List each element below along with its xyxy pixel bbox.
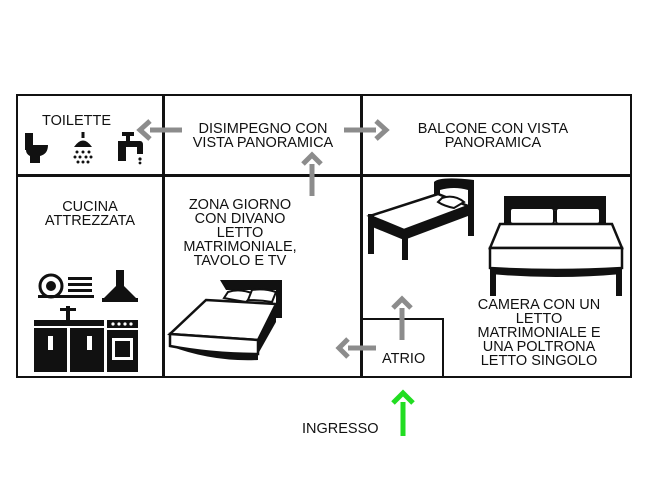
room-label-zona-giorno: ZONA GIORNO CON DIVANO LETTO MATRIMONIAL… bbox=[168, 197, 312, 269]
entrance-arrow bbox=[391, 389, 415, 436]
room-label-camera-line5: LETTO SINGOLO bbox=[480, 353, 598, 369]
room-label-camera-line4: UNA POLTRONA bbox=[482, 339, 596, 355]
room-label-cucina-line1: CUCINA bbox=[62, 199, 118, 215]
room-label-balcone-line2: PANORAMICA bbox=[444, 135, 542, 151]
plates-icon bbox=[38, 273, 94, 299]
arrow-to-balcone bbox=[344, 119, 390, 141]
room-label-camera-line2: LETTO bbox=[515, 311, 563, 327]
room-label-balcone: BALCONE CON VISTA PANORAMICA bbox=[408, 121, 578, 151]
faucet-icon bbox=[118, 132, 143, 165]
room-label-cucina: CUCINA ATTREZZATA bbox=[20, 199, 160, 229]
arrow-to-zona-giorno bbox=[335, 337, 376, 359]
room-label-zona-giorno-line4: MATRIMONIALE, bbox=[183, 239, 297, 255]
room-label-cucina-line2: ATTREZZATA bbox=[44, 213, 136, 229]
room-label-atrio: ATRIO bbox=[382, 351, 426, 367]
single-bed-icon bbox=[366, 178, 474, 260]
room-label-disimpegno-line2: VISTA PANORAMICA bbox=[192, 135, 334, 151]
hood-icon bbox=[102, 270, 138, 302]
room-label-zona-giorno-line2: CON DIVANO bbox=[194, 211, 286, 227]
toilet-icon bbox=[25, 133, 48, 163]
wall-disimpegno-right bbox=[360, 94, 363, 378]
room-label-disimpegno: DISIMPEGNO CON VISTA PANORAMICA bbox=[178, 121, 348, 151]
floorplan-outline bbox=[16, 94, 632, 378]
room-label-camera-line3: MATRIMONIALE E bbox=[477, 325, 601, 341]
wall-horizontal bbox=[16, 174, 632, 177]
room-label-toilette: TOILETTE bbox=[42, 113, 112, 129]
room-label-zona-giorno-line3: LETTO bbox=[216, 225, 264, 241]
room-label-camera: CAMERA CON UN LETTO MATRIMONIALE E UNA P… bbox=[464, 297, 614, 369]
arrow-to-camera bbox=[391, 295, 413, 340]
arrow-to-toilette bbox=[136, 119, 182, 141]
room-label-balcone-line1: BALCONE CON VISTA bbox=[417, 121, 569, 137]
double-bed-icon bbox=[488, 196, 624, 296]
room-label-zona-giorno-line1: ZONA GIORNO bbox=[188, 197, 292, 213]
entrance-label: INGRESSO bbox=[302, 421, 379, 437]
kitchen-cabinets-icon bbox=[34, 306, 138, 372]
shower-icon bbox=[73, 132, 93, 164]
room-label-disimpegno-line1: DISIMPEGNO CON bbox=[198, 121, 328, 137]
double-bed-icon bbox=[167, 280, 282, 361]
room-label-camera-line1: CAMERA CON UN bbox=[477, 297, 601, 313]
wall-toilette-right bbox=[162, 94, 165, 378]
arrow-to-disimpegno bbox=[301, 151, 323, 196]
room-label-zona-giorno-line5: TAVOLO E TV bbox=[193, 253, 287, 269]
